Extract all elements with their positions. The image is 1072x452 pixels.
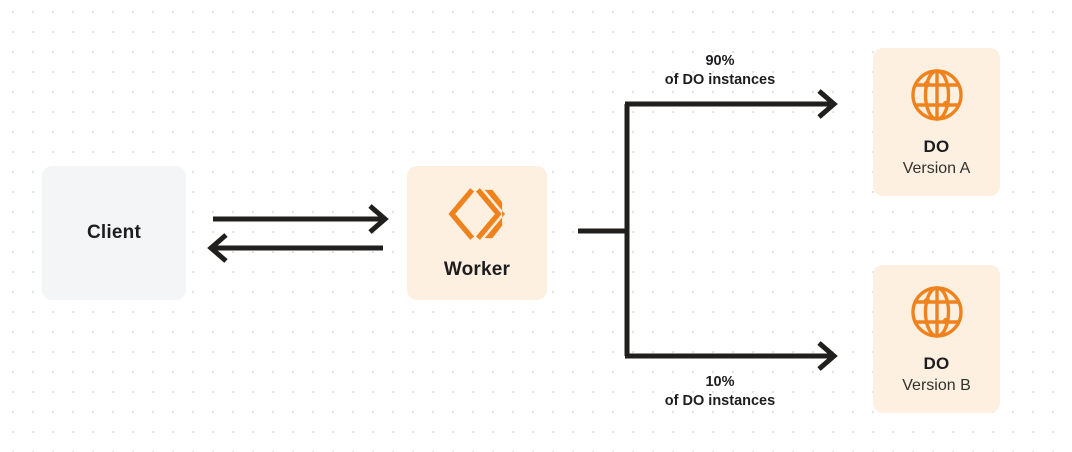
edge-label-branch-bottom-caption: of DO instances <box>664 393 776 409</box>
globe-icon <box>909 67 965 123</box>
arrowhead-worker-to-client <box>207 233 228 263</box>
arrowhead-client-to-worker <box>368 204 389 234</box>
cloudflare-workers-icon <box>446 185 508 243</box>
client-label: Client <box>87 222 141 243</box>
node-do-version-a[interactable]: DO Version A <box>873 48 1000 196</box>
node-client[interactable]: Client <box>42 166 186 300</box>
do-a-title: DO <box>923 136 950 156</box>
globe-icon <box>909 284 965 340</box>
node-do-version-b[interactable]: DO Version B <box>873 265 1000 413</box>
edge-label-branch-top-percent: 90% <box>705 53 735 69</box>
edge-label-branch-top: 90% of DO instances <box>624 52 816 90</box>
arrowhead-branch-to-do-a <box>817 89 838 119</box>
node-worker[interactable]: Worker <box>407 166 547 300</box>
do-b-subtitle: Version B <box>902 376 971 394</box>
do-b-title: DO <box>923 353 950 373</box>
worker-label: Worker <box>443 259 511 280</box>
edge-label-branch-bottom: 10% of DO instances <box>624 373 816 411</box>
do-a-subtitle: Version A <box>902 159 971 177</box>
edge-label-branch-bottom-percent: 10% <box>705 374 735 390</box>
edge-label-branch-top-caption: of DO instances <box>664 72 776 88</box>
arrowhead-branch-to-do-b <box>817 341 838 371</box>
